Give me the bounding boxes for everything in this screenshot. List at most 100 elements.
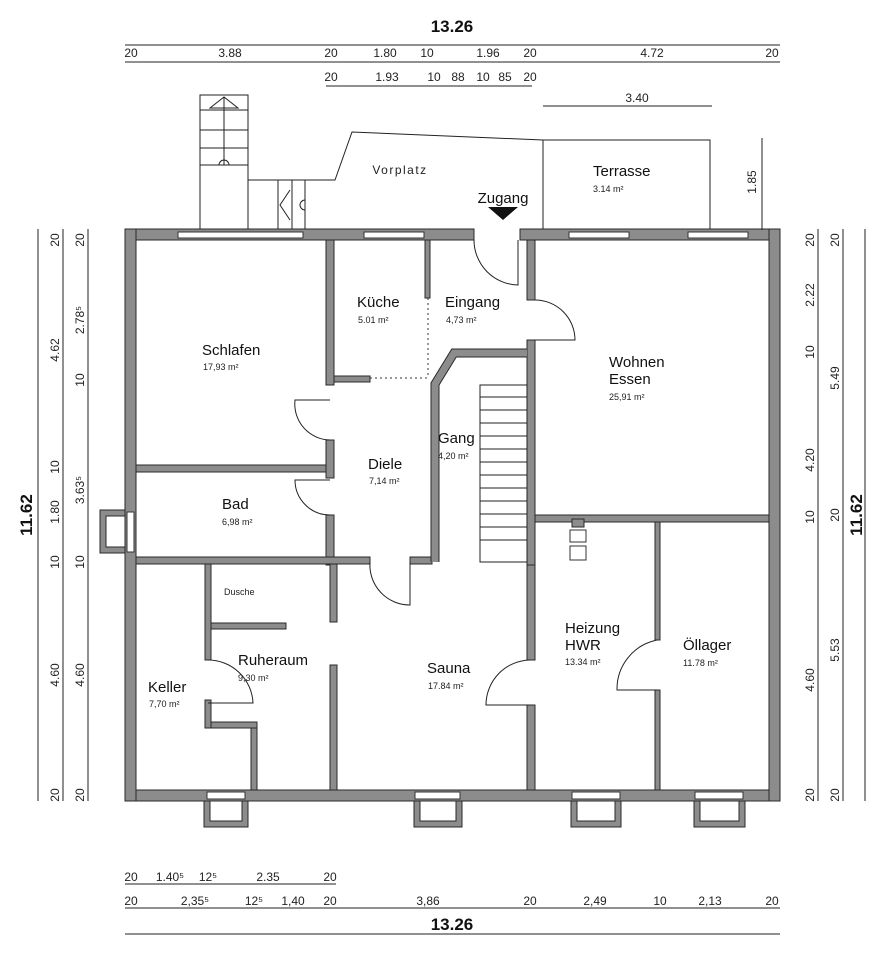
dimension-label: 20: [765, 46, 779, 60]
dimension-label: 5.49: [828, 366, 842, 390]
dimension-label: 20: [523, 70, 537, 84]
area-eingang: 4,73 m²: [446, 315, 477, 325]
dimension-label: 3.88: [218, 46, 242, 60]
room-kueche: Küche: [357, 294, 400, 311]
door-ruheraum: [207, 659, 254, 704]
label-terrasse: Terrasse: [593, 163, 651, 180]
door-wohnen: [534, 299, 576, 341]
door-oellager: [616, 639, 658, 691]
dimension-label: 10: [48, 555, 62, 569]
dimension-label: 88: [451, 70, 465, 84]
area-sauna: 17.84 m²: [428, 681, 464, 691]
dimension-label: 20: [828, 508, 842, 522]
door-schlafen: [294, 399, 331, 441]
dimension-label: 1.80: [373, 46, 397, 60]
total-height-label: 11.62: [17, 494, 36, 536]
dimension-label: 20: [803, 788, 817, 802]
dimension-label: 20: [828, 233, 842, 247]
dimension-label: 20: [523, 46, 537, 60]
dimension-label: 20: [323, 870, 337, 884]
dimension-label: 85: [498, 70, 512, 84]
dimension-label: 3,86: [416, 894, 440, 908]
dimension-label: 5.53: [828, 638, 842, 662]
area-bad: 6,98 m²: [222, 517, 253, 527]
dimension-label: 20: [523, 894, 537, 908]
terrace-width-label: 3.40: [625, 91, 649, 105]
dimension-label: 10: [73, 555, 87, 569]
dimension-label: 1.80: [48, 500, 62, 524]
dimension-label: 20: [828, 788, 842, 802]
room-wohnen: Wohnen: [609, 354, 665, 371]
area-oellager: 11.78 m²: [683, 658, 718, 668]
dimension-label: 4.60: [73, 663, 87, 687]
dimension-label: 20: [323, 894, 337, 908]
light-wells: [99, 509, 746, 828]
room-keller: Keller: [148, 679, 186, 696]
dimension-label: 2.78⁵: [73, 306, 87, 334]
dimension-label: 12⁵: [199, 870, 217, 884]
kitchen-open-boundary: [370, 298, 429, 379]
dimension-label: 20: [324, 46, 338, 60]
room-hwr: HWR: [565, 637, 601, 654]
area-kueche: 5.01 m²: [358, 315, 389, 325]
dimension-label: 20: [124, 894, 138, 908]
label-vorplatz: Vorplatz: [372, 163, 427, 177]
room-ruheraum: Ruheraum: [238, 652, 308, 669]
dimension-label: 2,49: [583, 894, 607, 908]
dimension-label: 2,13: [698, 894, 722, 908]
area-terrasse: 3.14 m²: [593, 184, 624, 194]
area-diele: 7,14 m²: [369, 476, 400, 486]
dimension-label: 10: [803, 510, 817, 524]
room-dusche: Dusche: [224, 587, 255, 597]
dimension-label: 20: [48, 788, 62, 802]
dimension-label: 1.93: [375, 70, 399, 84]
dimension-label: 20: [124, 46, 138, 60]
dimension-label: 20: [73, 788, 87, 802]
dimension-label: 20: [765, 894, 779, 908]
doors[interactable]: [207, 239, 658, 706]
dimension-label: 20: [324, 70, 338, 84]
dimension-label: 4.20: [803, 448, 817, 472]
room-labels: Schlafen 17,93 m² Küche 5.01 m² Eingang …: [148, 294, 731, 709]
staircase[interactable]: [479, 384, 528, 563]
room-oellager: Öllager: [683, 636, 731, 654]
exterior-outline: [199, 94, 711, 231]
area-ruheraum: 9,30 m²: [238, 673, 269, 683]
door-bad: [294, 479, 331, 516]
room-schlafen: Schlafen: [202, 342, 260, 359]
dimension-label: 4.72: [640, 46, 664, 60]
label-zugang: Zugang: [478, 190, 529, 207]
room-gang: Gang: [438, 430, 475, 447]
dimension-label: 10: [48, 460, 62, 474]
dimension-label: 4.60: [48, 663, 62, 687]
entrance-arrow-icon: [488, 207, 518, 220]
room-heizung: Heizung: [565, 620, 620, 637]
door-diele: [369, 561, 411, 606]
terrace-outline: [542, 139, 711, 231]
dimension-label: 10: [420, 46, 434, 60]
dimension-label: 20: [48, 233, 62, 247]
room-bad: Bad: [222, 496, 249, 513]
dimension-label: 2.22: [803, 283, 817, 307]
room-essen: Essen: [609, 371, 651, 388]
windows: [126, 231, 749, 800]
dimension-label: 20: [803, 233, 817, 247]
dimension-label: 10: [803, 345, 817, 359]
room-eingang: Eingang: [445, 294, 500, 311]
area-heizung: 13.34 m²: [565, 657, 601, 667]
total-width-label: 13.26: [431, 17, 474, 36]
room-sauna: Sauna: [427, 660, 471, 677]
area-wohnen: 25,91 m²: [609, 392, 645, 402]
dimension-label: 1,40: [281, 894, 305, 908]
dimension-label: 1.96: [476, 46, 500, 60]
dimension-label: 1.40⁵: [156, 870, 184, 884]
entrance-door: [473, 239, 519, 286]
dimension-label: 12⁵: [245, 894, 263, 908]
dimension-label: 10: [653, 894, 667, 908]
dimension-label: 10: [427, 70, 441, 84]
area-schlafen: 17,93 m²: [203, 362, 239, 372]
area-keller: 7,70 m²: [149, 699, 180, 709]
dimension-label: 10: [73, 373, 87, 387]
room-diele: Diele: [368, 456, 402, 473]
dimension-label: 20: [124, 870, 138, 884]
